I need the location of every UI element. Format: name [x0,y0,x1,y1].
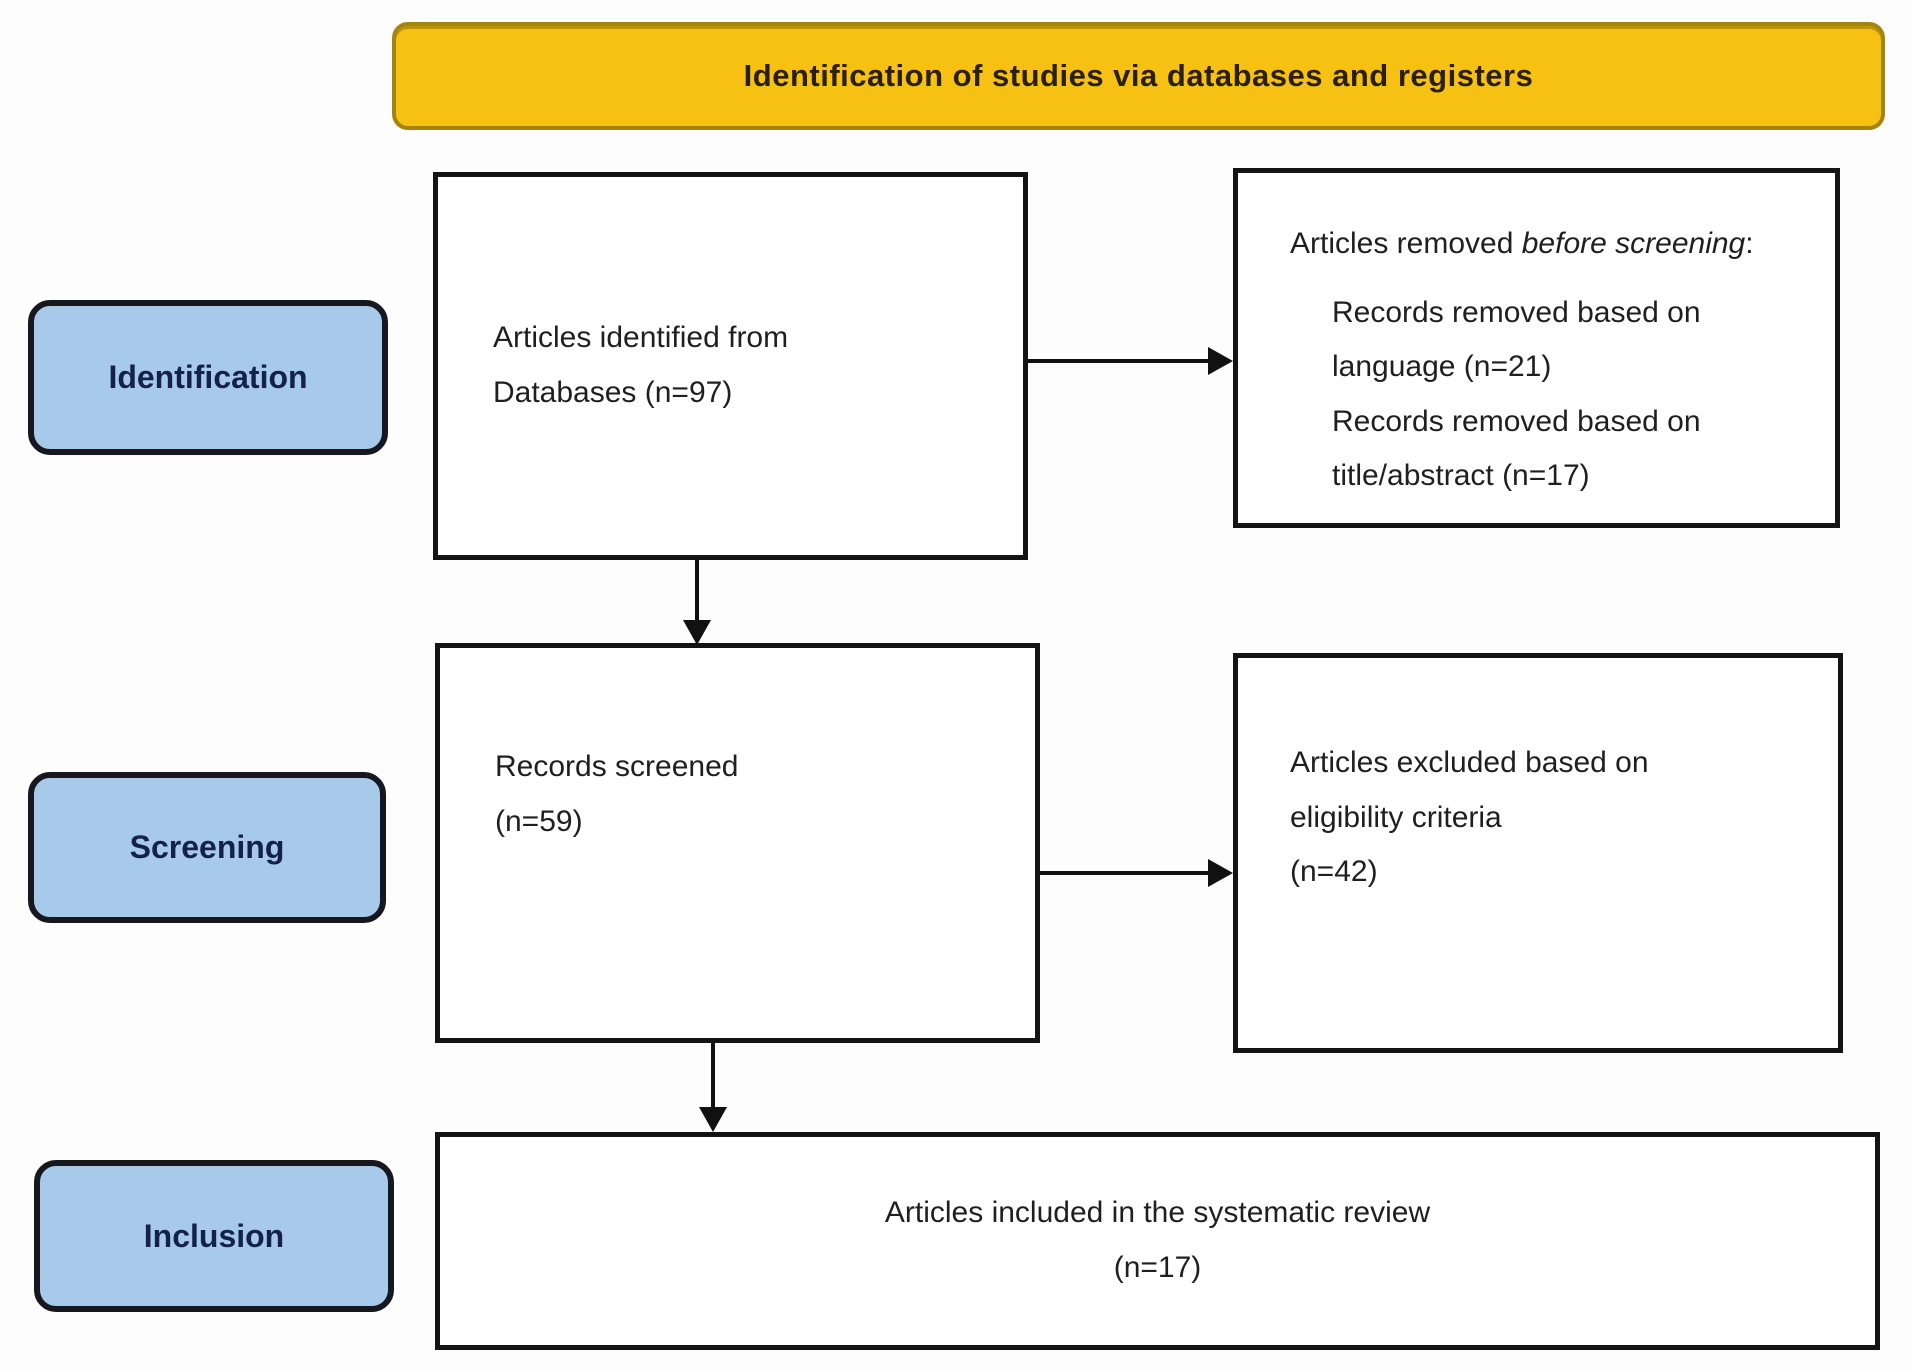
removed-item-title-abstract: Records removed based on title/abstract … [1332,404,1701,493]
removed-lead-normal: Articles removed [1290,227,1522,260]
arrow-identified-to-screened-head [683,620,711,645]
stage-screening: Screening [28,772,386,923]
stage-inclusion: Inclusion [34,1160,394,1312]
removed-lead: Articles removed before screening: [1290,217,1805,272]
box-records-screened: Records screened (n=59) [435,643,1040,1043]
removed-lead-suffix: : [1745,227,1754,260]
excluded-line3: (n=42) [1290,855,1378,889]
box-articles-included: Articles included in the systematic revi… [435,1132,1880,1350]
identified-line2: Databases (n=97) [493,376,733,409]
excluded-line2: eligibility criteria [1290,800,1502,834]
stage-identification-label: Identification [108,359,308,395]
excluded-line1: Articles excluded based on [1290,746,1649,779]
stage-inclusion-label: Inclusion [143,1217,285,1254]
arrow-identified-to-removed-line [1028,359,1210,363]
box-articles-identified: Articles identified from Databases (n=97… [433,172,1028,560]
arrow-screened-to-included-head [699,1107,727,1132]
arrow-screened-to-included-line [711,1043,715,1109]
removed-item-language: Records removed based on language (n=21) [1332,295,1701,384]
stage-screening-label: Screening [129,829,285,865]
screened-line2: (n=59) [495,804,583,838]
arrow-screened-to-excluded-head [1208,859,1233,887]
box-articles-excluded: Articles excluded based on eligibility c… [1233,653,1843,1053]
box-articles-identified-text: Articles identified from Databases (n=97… [493,311,788,420]
box-articles-removed: Articles removed before screening: Recor… [1233,168,1840,528]
screened-line1: Records screened [495,750,739,783]
stage-identification: Identification [28,300,388,455]
title-banner-label: Identification of studies via databases … [743,58,1534,93]
title-banner: Identification of studies via databases … [392,22,1885,130]
included-line1: Articles included in the systematic revi… [884,1196,1431,1230]
identified-line1: Articles identified from [493,321,789,355]
removed-lead-italic: before screening [1521,227,1746,260]
arrow-screened-to-excluded-line [1040,871,1212,875]
removed-items: Records removed based on language (n=21)… [1332,286,1805,504]
arrow-identified-to-screened-line [695,560,699,622]
arrow-identified-to-removed-head [1208,347,1233,375]
included-line2: (n=17) [1113,1251,1202,1284]
